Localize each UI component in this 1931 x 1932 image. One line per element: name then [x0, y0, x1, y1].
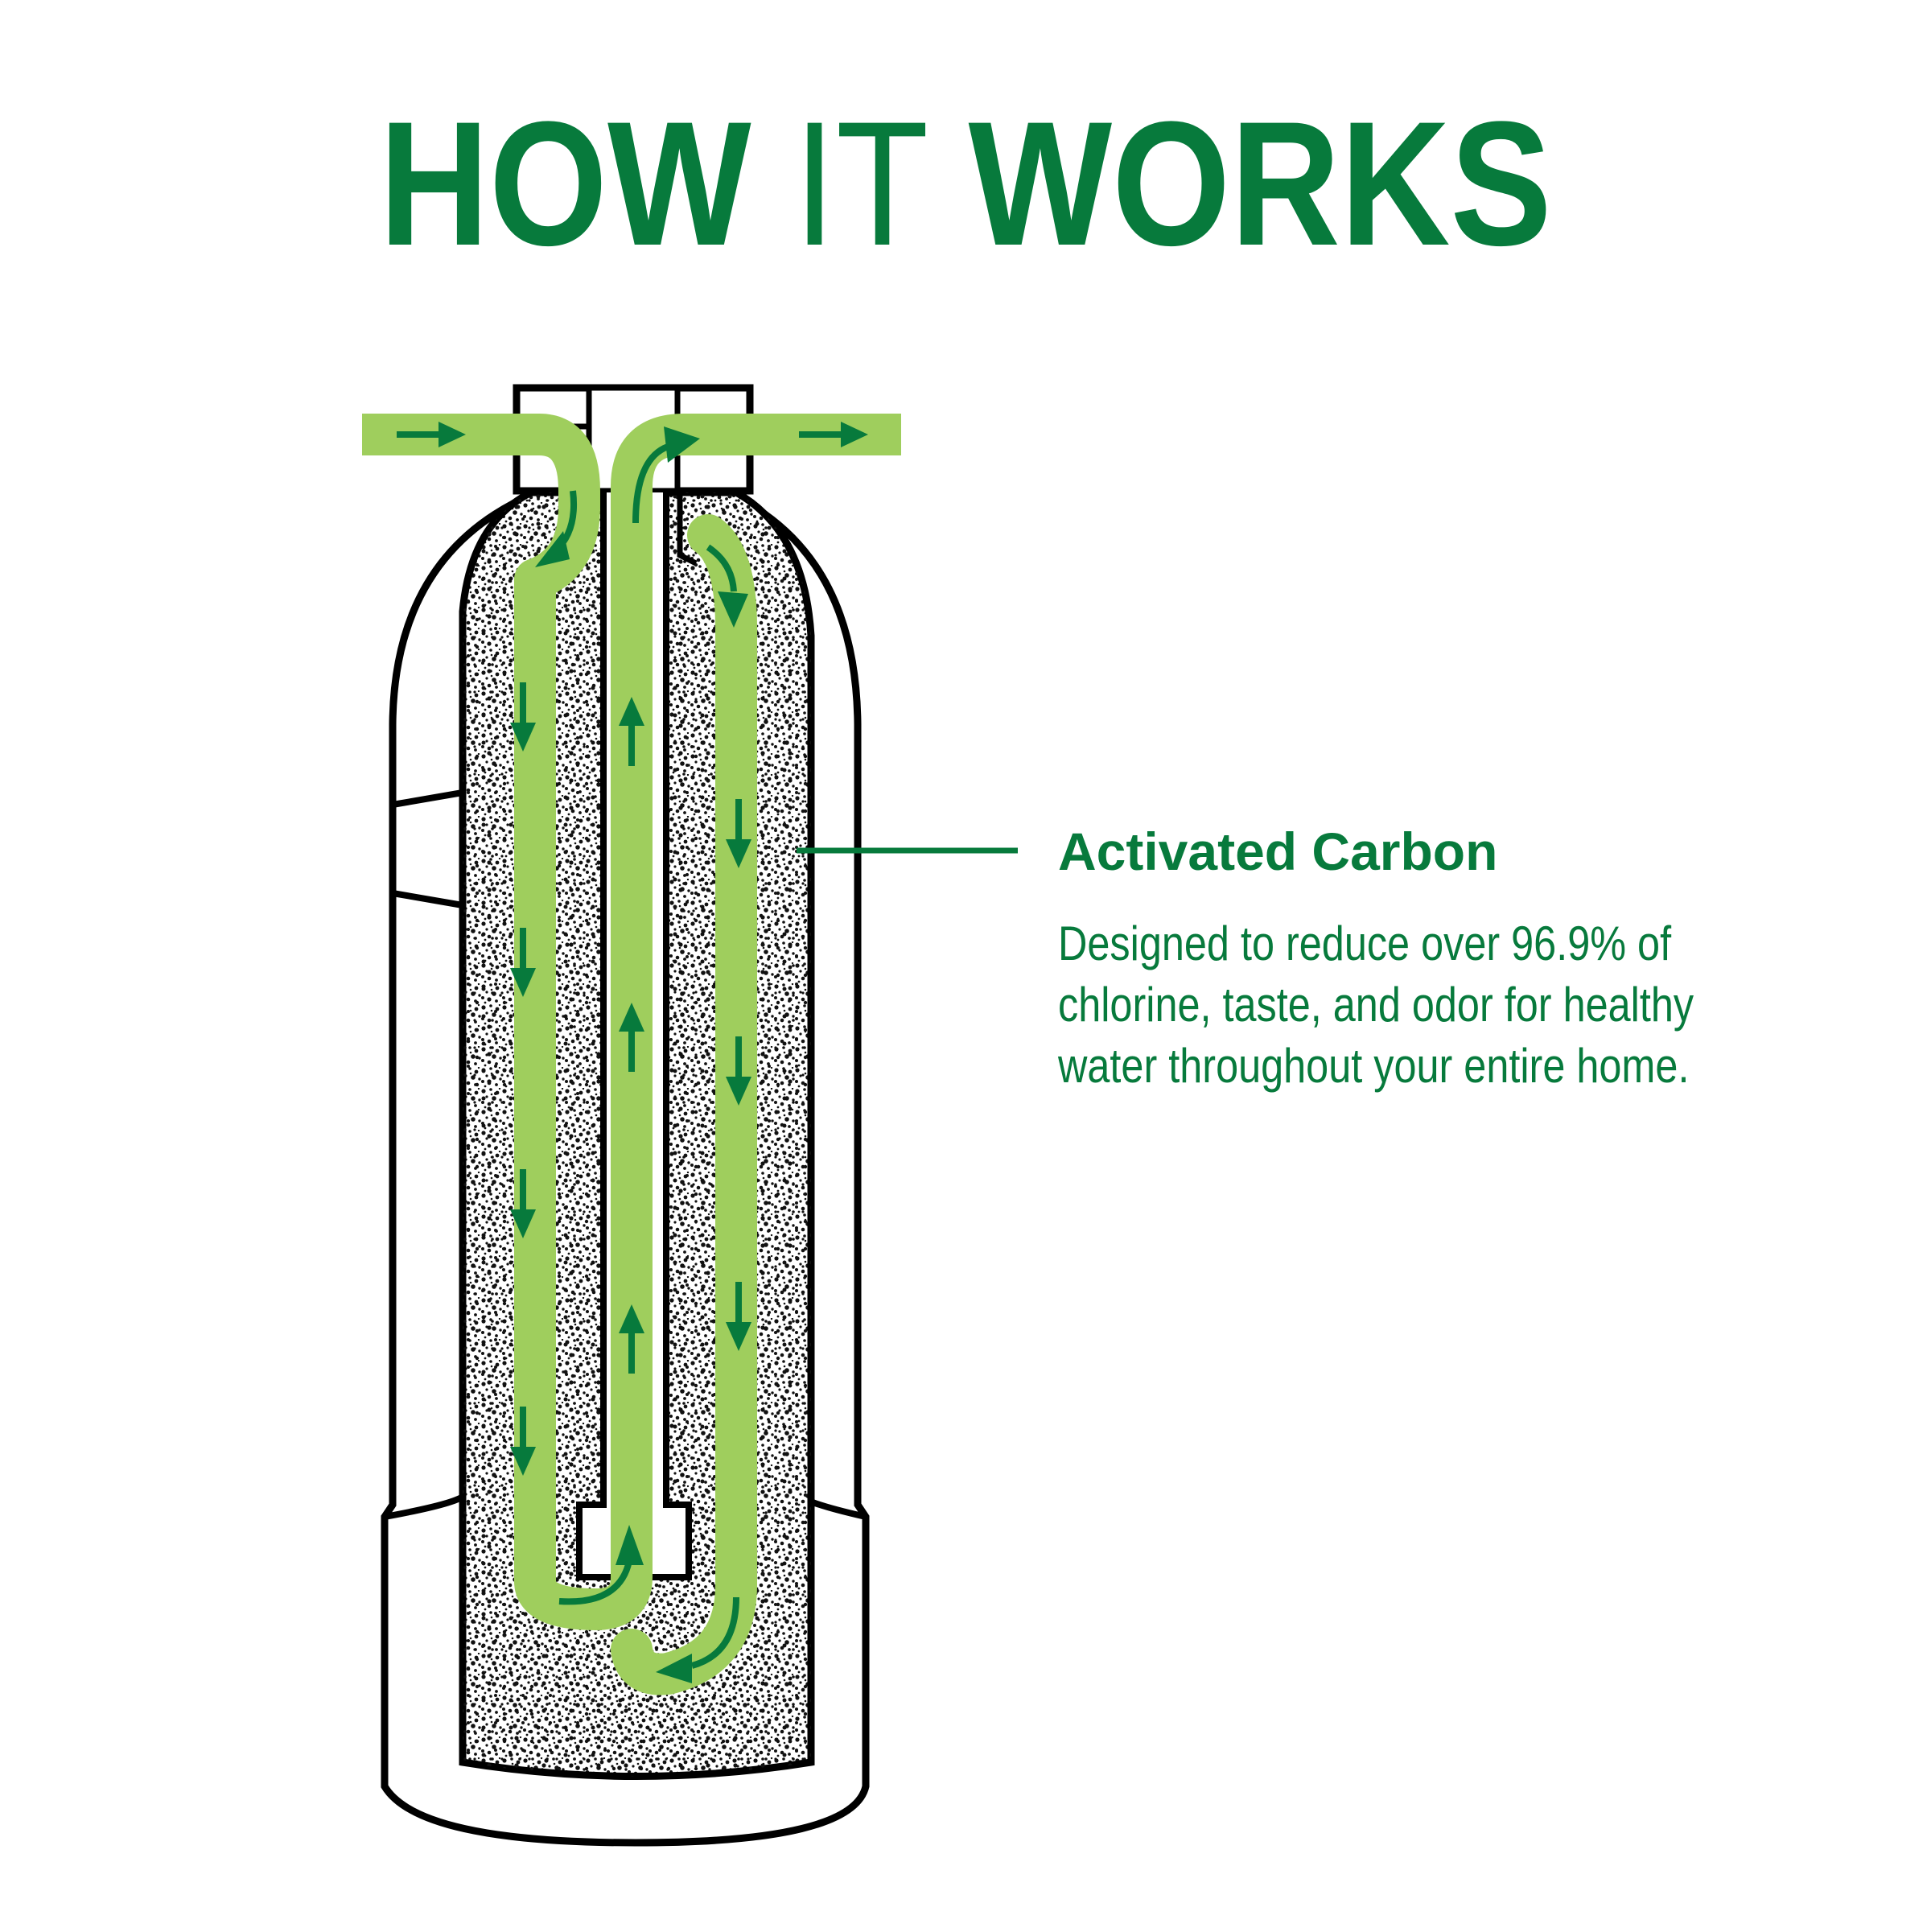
callout-line: water throughout your entire home.	[1058, 1039, 1690, 1093]
title-word-works: WORKS	[968, 84, 1552, 282]
callout-line: chlorine, taste, and odor for healthy	[1058, 978, 1694, 1032]
inlet-curve-arrow-icon	[535, 531, 570, 567]
page-title: HOW IT WORKS	[135, 95, 1796, 272]
right-branch-arrow-icon	[718, 591, 748, 628]
riser-entry-arrow-icon	[616, 1525, 644, 1565]
callout-heading: Activated Carbon	[1058, 822, 1498, 881]
bottom-return-arrow-icon	[656, 1654, 692, 1683]
title-word-it: IT	[793, 84, 926, 282]
title-word-how: HOW	[379, 84, 751, 282]
callout-line: Designed to reduce over 96.9% of	[1058, 917, 1672, 970]
riser-exit-arrow-icon	[664, 426, 700, 463]
flow-direction-arrows	[397, 422, 868, 1683]
callout-description: Designed to reduce over 96.9% of chlorin…	[1058, 913, 1847, 1097]
